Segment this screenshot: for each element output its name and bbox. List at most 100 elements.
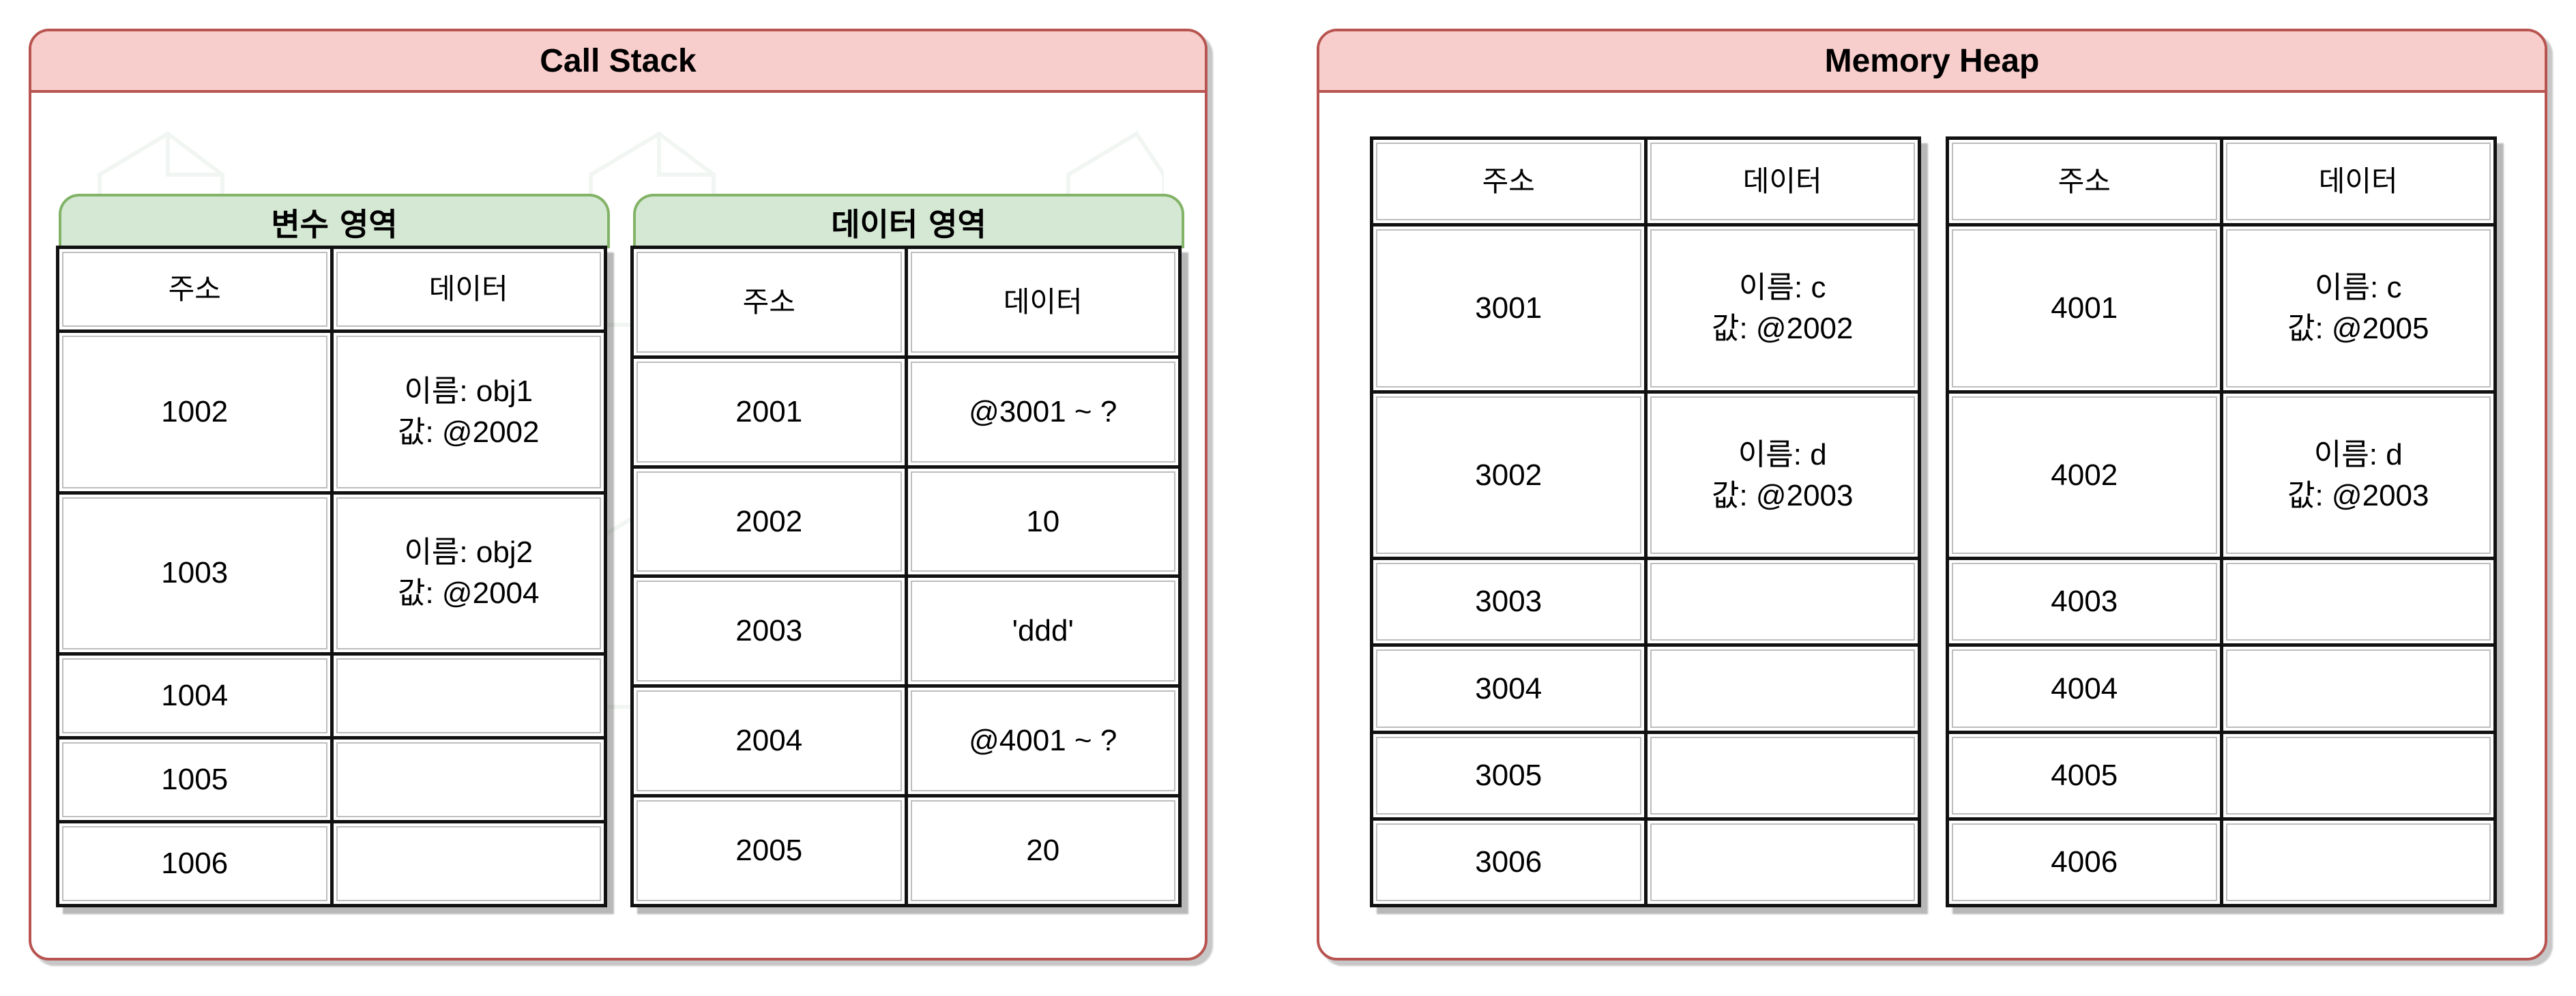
table-row: 3001 이름: c 값: @2002 bbox=[1370, 223, 1921, 394]
data-line: 값: @2003 bbox=[2287, 478, 2429, 512]
column-header-data: 데이터 bbox=[330, 246, 607, 333]
data-cell bbox=[1643, 643, 1921, 734]
address-cell: 2001 bbox=[630, 355, 908, 469]
table-row: 3004 bbox=[1370, 643, 1921, 734]
address-cell: 3001 bbox=[1370, 223, 1648, 394]
address-cell: 1002 bbox=[56, 329, 334, 495]
data-cell: 10 bbox=[904, 465, 1182, 578]
data-line: 이름: obj1 bbox=[404, 374, 533, 408]
data-area-table: 주소 데이터 2001 @3001 ~ ? 2002 10 2003 'ddd'… bbox=[630, 246, 1182, 907]
table-row: 1005 bbox=[56, 736, 607, 823]
data-cell: @3001 ~ ? bbox=[904, 355, 1182, 469]
address-cell: 1005 bbox=[56, 736, 334, 823]
variable-area-table: 주소 데이터 1002 이름: obj1 값: @2002 1003 이름: o… bbox=[56, 246, 607, 908]
data-area-header: 데이터 영역 bbox=[633, 194, 1184, 248]
data-cell bbox=[1643, 817, 1921, 908]
table-row: 4003 bbox=[1946, 557, 2497, 647]
data-line: 10 bbox=[1026, 504, 1060, 538]
data-cell: @4001 ~ ? bbox=[904, 684, 1182, 798]
column-header-address: 주소 bbox=[56, 246, 334, 333]
data-cell bbox=[330, 736, 607, 823]
column-header-address: 주소 bbox=[1946, 136, 2223, 227]
data-line: 이름: d bbox=[1738, 437, 1827, 471]
address-cell: 1003 bbox=[56, 490, 334, 656]
table-header-row: 주소 데이터 bbox=[56, 246, 607, 333]
table-row: 2003 'ddd' bbox=[630, 574, 1182, 688]
table-row: 3002 이름: d 값: @2003 bbox=[1370, 390, 1921, 561]
column-header-data: 데이터 bbox=[904, 246, 1182, 359]
data-line: 이름: c bbox=[1739, 270, 1826, 304]
column-header-address: 주소 bbox=[630, 246, 908, 359]
table-row: 3005 bbox=[1370, 730, 1921, 821]
variable-area-header: 변수 영역 bbox=[59, 194, 610, 248]
data-line: 값: @2002 bbox=[398, 415, 540, 449]
column-header-data: 데이터 bbox=[2219, 136, 2497, 227]
address-cell: 4006 bbox=[1946, 817, 2223, 908]
address-cell: 4004 bbox=[1946, 643, 2223, 734]
address-cell: 4005 bbox=[1946, 730, 2223, 821]
table-row: 2001 @3001 ~ ? bbox=[630, 355, 1182, 469]
data-cell bbox=[2219, 730, 2497, 821]
data-cell bbox=[2219, 643, 2497, 734]
table-row: 2002 10 bbox=[630, 465, 1182, 578]
data-line: 값: @2005 bbox=[2287, 311, 2429, 345]
table-row: 1002 이름: obj1 값: @2002 bbox=[56, 329, 607, 495]
address-cell: 4001 bbox=[1946, 223, 2223, 394]
memory-heap-title: Memory Heap bbox=[1319, 31, 2545, 93]
data-cell: 20 bbox=[904, 794, 1182, 907]
data-line: @4001 ~ ? bbox=[969, 724, 1117, 758]
address-cell: 2005 bbox=[630, 794, 908, 907]
data-cell bbox=[330, 652, 607, 739]
column-header-data: 데이터 bbox=[1643, 136, 1921, 227]
data-cell: 이름: d 값: @2003 bbox=[2219, 390, 2497, 561]
data-cell bbox=[1643, 557, 1921, 647]
table-row: 3003 bbox=[1370, 557, 1921, 647]
data-line: 값: @2003 bbox=[1712, 478, 1854, 512]
data-line: 20 bbox=[1026, 834, 1060, 868]
address-cell: 4002 bbox=[1946, 390, 2223, 561]
data-cell: 'ddd' bbox=[904, 574, 1182, 688]
data-line: 이름: d bbox=[2313, 437, 2403, 471]
address-cell: 2004 bbox=[630, 684, 908, 798]
address-cell: 4003 bbox=[1946, 557, 2223, 647]
table-row: 4005 bbox=[1946, 730, 2497, 821]
address-cell: 3002 bbox=[1370, 390, 1648, 561]
table-header-row: 주소 데이터 bbox=[630, 246, 1182, 359]
address-cell: 2003 bbox=[630, 574, 908, 688]
data-cell: 이름: obj1 값: @2002 bbox=[330, 329, 607, 495]
table-row: 3006 bbox=[1370, 817, 1921, 908]
column-header-address: 주소 bbox=[1370, 136, 1648, 227]
table-header-row: 주소 데이터 bbox=[1370, 136, 1921, 227]
data-cell: 이름: d 값: @2003 bbox=[1643, 390, 1921, 561]
address-cell: 3004 bbox=[1370, 643, 1648, 734]
memory-heap-table-2: 주소 데이터 4001 이름: c 값: @2005 4002 이름: d 값:… bbox=[1946, 136, 2497, 908]
table-row: 1006 bbox=[56, 819, 607, 908]
address-cell: 3003 bbox=[1370, 557, 1648, 647]
data-line: @3001 ~ ? bbox=[969, 394, 1117, 428]
data-cell bbox=[330, 819, 607, 908]
table-row: 4001 이름: c 값: @2005 bbox=[1946, 223, 2497, 394]
data-cell: 이름: c 값: @2002 bbox=[1643, 223, 1921, 394]
table-row: 4006 bbox=[1946, 817, 2497, 908]
data-line: 'ddd' bbox=[1012, 614, 1074, 648]
table-row: 2005 20 bbox=[630, 794, 1182, 907]
data-cell: 이름: obj2 값: @2004 bbox=[330, 490, 607, 656]
data-line: 이름: obj2 bbox=[404, 536, 533, 570]
address-cell: 2002 bbox=[630, 465, 908, 578]
memory-heap-table-1: 주소 데이터 3001 이름: c 값: @2002 3002 이름: d 값:… bbox=[1370, 136, 1921, 908]
address-cell: 1004 bbox=[56, 652, 334, 739]
table-row: 1003 이름: obj2 값: @2004 bbox=[56, 490, 607, 656]
table-row: 1004 bbox=[56, 652, 607, 739]
data-cell bbox=[2219, 557, 2497, 647]
data-cell bbox=[1643, 730, 1921, 821]
data-line: 값: @2002 bbox=[1712, 311, 1854, 345]
data-line: 값: @2004 bbox=[398, 576, 540, 611]
table-row: 2004 @4001 ~ ? bbox=[630, 684, 1182, 798]
data-cell: 이름: c 값: @2005 bbox=[2219, 223, 2497, 394]
table-row: 4004 bbox=[1946, 643, 2497, 734]
data-line: 이름: c bbox=[2315, 270, 2402, 304]
address-cell: 3005 bbox=[1370, 730, 1648, 821]
data-cell bbox=[2219, 817, 2497, 908]
address-cell: 1006 bbox=[56, 819, 334, 908]
call-stack-title: Call Stack bbox=[31, 31, 1205, 93]
